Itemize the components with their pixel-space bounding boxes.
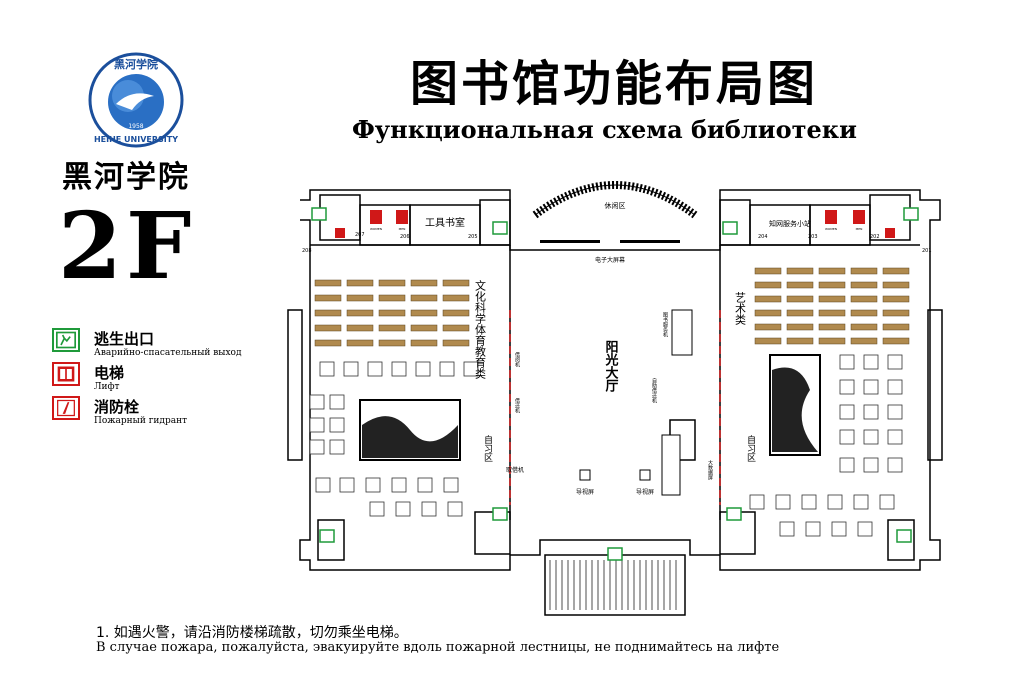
legend-hydrant-label: 消防栓 [94,398,140,416]
e-screen-bar-left [540,240,600,243]
feature-installation-left [359,399,461,461]
page-subtitle: Функциональная схема библиотеки [352,115,857,144]
elevator-marker [885,228,895,238]
restroom-sign-men [396,210,408,224]
label-tool-books: 工具书室 [425,216,465,229]
floor-label: 2F [58,192,196,300]
exit-sign [311,207,327,221]
legend-elevator-label: 电梯 [94,364,125,382]
label-guide-right: 导视屏 [636,488,654,496]
floor-plan: WOMEN MEN WOMEN MEN 休闲区 工具书室 知网服务小站 电子大屏… [287,181,943,616]
legend-elevator: 电梯 Лифт [52,362,272,402]
label-rest-area: 休闲区 [605,201,626,210]
room-202: 202 [870,234,880,240]
label-big-screen: 大数据屏 [707,459,713,481]
exit-sign [492,507,508,521]
legend-hydrant: 消防栓 Пожарный гидрант [52,396,272,436]
exit-sign [319,529,335,543]
page-title: 图书馆功能布局图 [410,56,819,112]
restroom-label-women: WOMEN [370,227,382,231]
room-206: 206 [400,234,410,240]
guide-screen-right [639,469,651,481]
legend-exit-ru: Аварийно-спасательный выход [94,348,242,358]
fire-hydrant-icon [52,396,80,420]
elevator-marker [335,228,345,238]
exit-icon [52,328,80,352]
elevator-icon [52,362,80,386]
exit-sign [903,207,919,221]
label-e-screen: 电子大屏幕 [595,256,625,264]
exit-sign [722,221,738,235]
label-reader-left: 借阅机 [514,351,520,368]
exit-sign [492,221,508,235]
label-reader-left2: 借还机 [514,397,520,414]
logo-calligraphy: 黑河学院 [114,57,158,71]
logo-ring-text: HEIHE UNIVERSITY [94,135,178,144]
restroom-label-men: MEN [856,227,863,231]
feature-installation-right [769,354,821,456]
label-sunshine-hall: 阳光大厅 [603,340,620,393]
label-guide-left: 导视屏 [576,488,594,496]
restroom-sign-women [825,210,837,224]
logo-year: 1958 [128,123,143,130]
room-201: 201 [922,248,932,254]
restroom-sign-women [370,210,382,224]
exit-sign [896,529,912,543]
legend-elevator-ru: Лифт [94,382,120,392]
fire-note-ru: В случае пожара, пожалуйста, эвакуируйте… [96,640,780,655]
legend-hydrant-ru: Пожарный гидрант [94,416,188,426]
label-art: 艺术类 [734,292,747,326]
restroom-label-men: MEN [399,227,406,231]
label-knowledge-station: 知网服务小站 [769,219,811,228]
restroom-sign-men [853,210,865,224]
desk-group-right [754,267,910,345]
university-name: 黑河学院 [62,160,190,195]
label-culture: 文化科学体育教育类 [474,279,487,380]
room-207: 207 [355,232,365,238]
label-kiosk: 取借机 [506,466,524,474]
room-208: 208 [302,248,312,254]
exit-sign [726,507,742,521]
label-book-service: 图书服务机 [662,312,668,338]
restroom-label-women: WOMEN [825,227,837,231]
label-culture-category: 文化科学体育教育类 [474,279,487,380]
room-204: 204 [758,234,768,240]
room-205: 205 [468,234,478,240]
label-study-right: 自习区 [745,434,756,462]
room-203: 203 [808,234,818,240]
e-screen-bar-right [620,240,680,243]
university-logo: 黑河学院 HEIHE UNIVERSITY 1958 [88,52,184,148]
label-study-left: 自习区 [482,434,493,462]
legend-exit-label: 逃生出口 [94,330,155,348]
guide-screen-left [579,469,591,481]
study-tables [309,354,903,537]
legend-exit: 逃生出口 Аварийно-спасательный выход [52,328,272,368]
label-self-service: 自助借还机 [651,377,657,404]
desk-group-left [314,279,470,347]
exit-sign [607,547,623,561]
fire-note-zh: 1. 如遇火警，请沿消防楼梯疏散，切勿乘坐电梯。 [96,625,408,641]
